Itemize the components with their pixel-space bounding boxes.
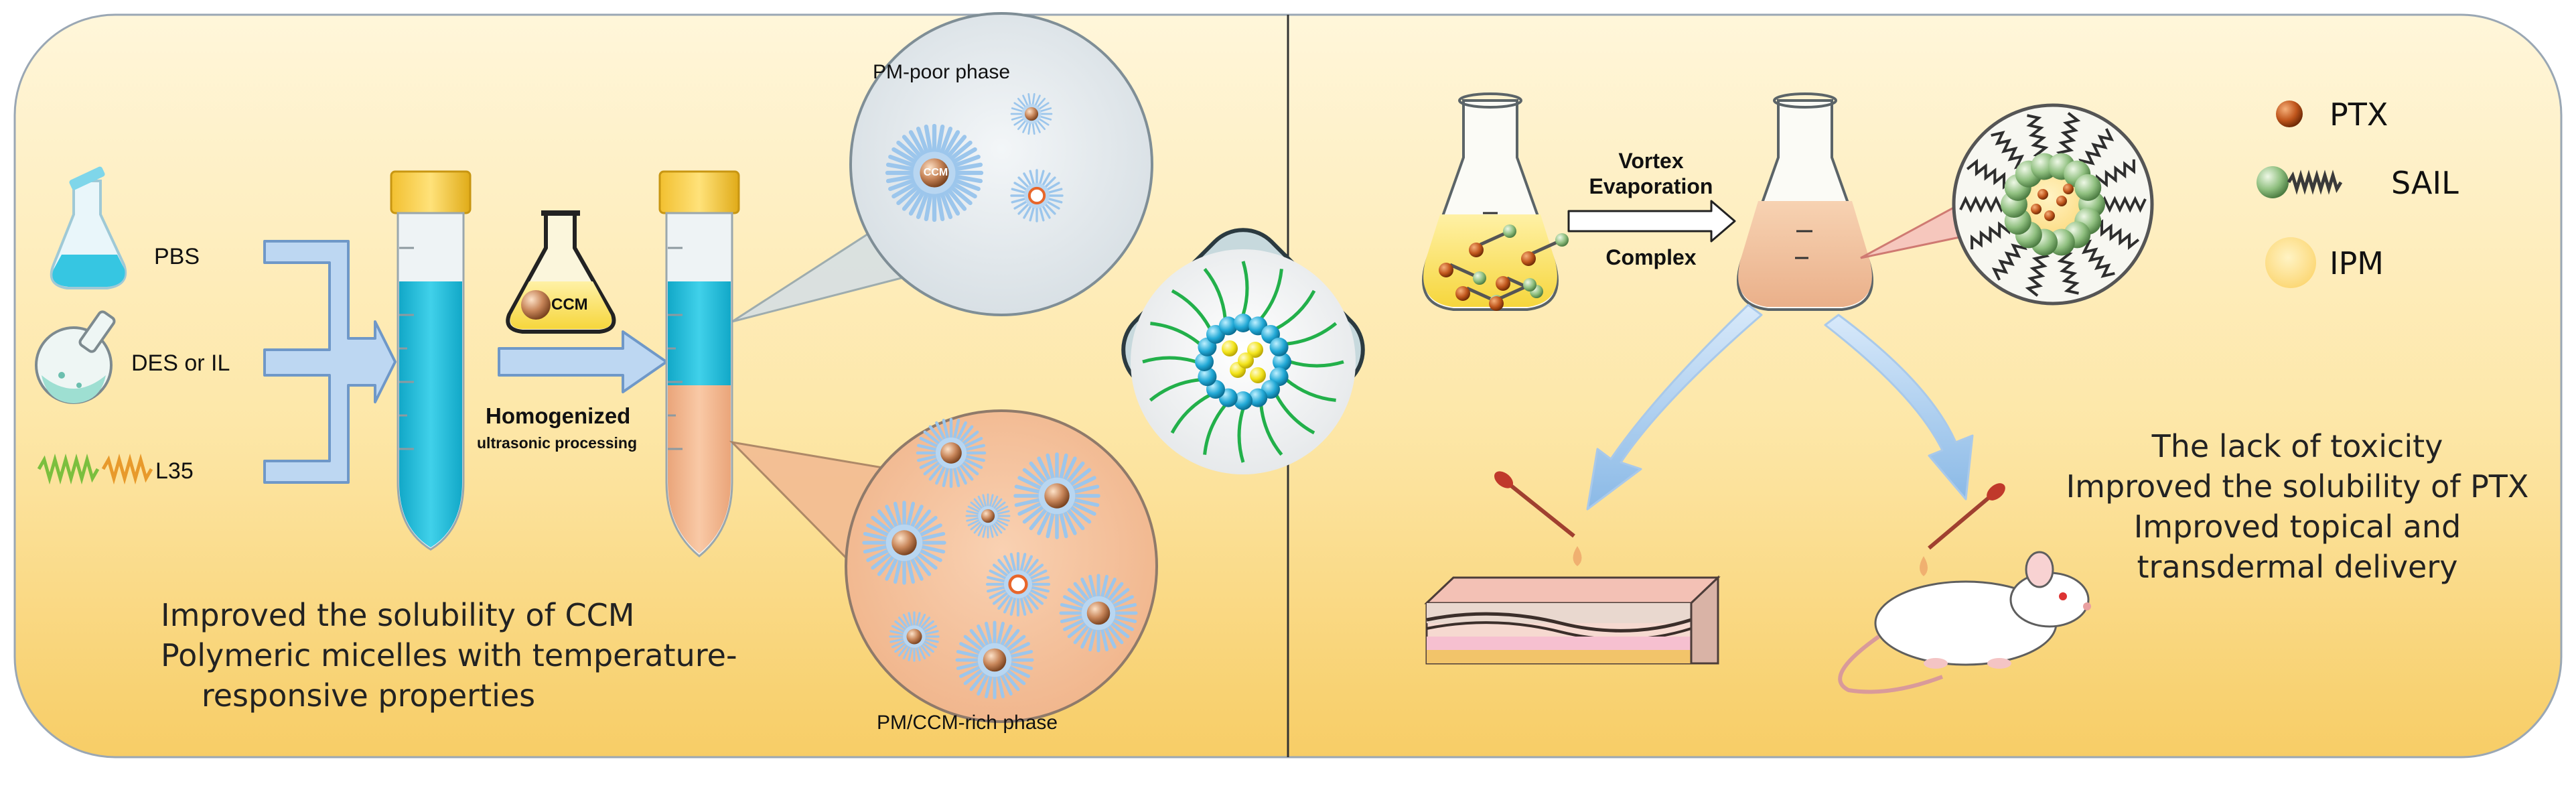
center-micelle-diamond — [1121, 228, 1365, 474]
process-label-ultrasonic: ultrasonic processing — [477, 434, 638, 452]
pm-poor-phase-circle — [849, 12, 1153, 316]
micelle — [885, 123, 984, 222]
input-label-pbs: PBS — [154, 244, 200, 269]
flask-icon — [50, 166, 127, 289]
complex-label: Complex — [1605, 245, 1697, 269]
input-label-l35: L35 — [155, 458, 194, 484]
micelle — [965, 493, 1011, 539]
right-summary-line-4: transdermal delivery — [2137, 549, 2458, 585]
legend-label-ptx: PTX — [2330, 96, 2388, 133]
right-summary: The lack of toxicity Improved the solubi… — [2056, 426, 2538, 587]
ipm-droplet-icon — [2265, 237, 2316, 288]
dropper-icon — [1494, 471, 1582, 566]
input-label-des-il: DES or IL — [131, 350, 230, 376]
complex-flask — [1737, 92, 1873, 311]
ccm-flask — [506, 210, 616, 334]
left-summary-line-3: responsive properties — [201, 677, 536, 714]
process-label-homogenized: Homogenized — [486, 403, 631, 428]
dropper-icon-2 — [1920, 483, 2005, 576]
left-summary: Improved the solubility of CCM Polymeric… — [161, 595, 737, 716]
pm-ccm-rich-phase-label: PM/CCM-rich phase — [877, 712, 1058, 734]
vortex-label: Vortex — [1618, 149, 1684, 173]
legend-label-ipm: IPM — [2330, 245, 2384, 281]
micelle — [955, 620, 1034, 700]
right-summary-line-1: The lack of toxicity — [2151, 428, 2443, 464]
combine-arrow — [263, 240, 397, 484]
right-summary-line-2: Improved the solubility of PTX — [2066, 468, 2529, 505]
process-arrow — [498, 330, 668, 393]
micelle — [862, 501, 946, 585]
pm-poor-phase-label: PM-poor phase — [873, 61, 1011, 83]
left-summary-line-2: Polymeric micelles with temperature- — [161, 637, 737, 673]
sail-molecule-icon — [2257, 166, 2343, 198]
ccm-core-label: CCM — [923, 167, 948, 178]
round-flask-icon — [35, 310, 116, 404]
evaporation-label: Evaporation — [1589, 174, 1713, 198]
polymer-chain-icon — [37, 453, 153, 485]
ptx-sail-flask — [1422, 92, 1569, 311]
micelle — [1013, 452, 1100, 539]
ptx-particle-icon — [2276, 101, 2303, 127]
micelle — [985, 551, 1051, 617]
legend-label-sail: SAIL — [2391, 165, 2459, 201]
arrow-to-skin — [1586, 304, 1763, 511]
micelle — [916, 417, 987, 488]
vortex-arrow — [1567, 200, 1736, 243]
micelle-cluster — [862, 92, 1138, 700]
left-summary-line-1: Improved the solubility of CCM — [161, 597, 635, 633]
micelle — [1010, 92, 1053, 135]
tube-1 — [390, 170, 472, 551]
mouse-icon — [1838, 551, 2091, 694]
arrow-to-mouse — [1824, 314, 1974, 501]
micelle — [1010, 169, 1064, 222]
right-summary-line-3: Improved topical and — [2133, 509, 2461, 545]
ccm-flask-label: CCM — [551, 295, 588, 314]
micelle — [889, 611, 940, 662]
tube-2 — [658, 170, 740, 557]
micelle — [1059, 574, 1138, 653]
skin-section-icon — [1424, 575, 1721, 665]
